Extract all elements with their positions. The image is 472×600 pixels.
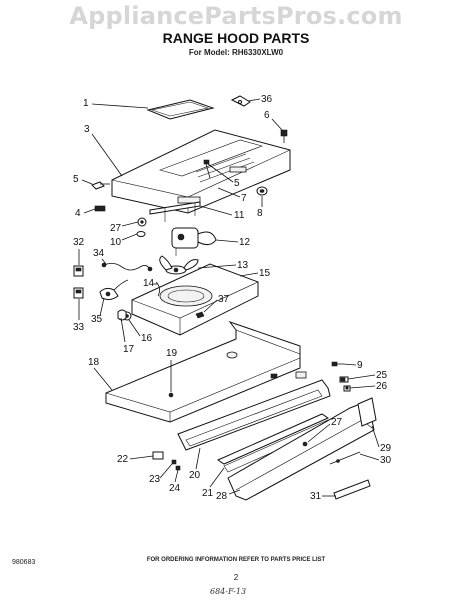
callout-22: 22 [117,454,129,465]
part-22-clip [152,451,164,460]
part-31-lamp-cover [333,479,371,500]
callout-5b: 5 [234,178,240,189]
part-1-plate [146,99,215,120]
part-10-washer [136,231,146,237]
callout-27b: 27 [331,417,343,428]
part-26-knob [343,385,351,392]
callout-18: 18 [88,357,100,368]
callout-4: 4 [75,208,81,219]
ordering-note: FOR ORDERING INFORMATION REFER TO PARTS … [146,557,326,563]
part-4-clip [94,205,106,212]
callout-35: 35 [91,314,103,325]
part-33-switch [73,287,84,299]
document-code: 980683 [12,559,36,566]
callout-30: 30 [380,455,392,466]
part-20-panel-frame [177,371,331,451]
callout-labels: 1 36 6 3 5 5 7 4 8 27 11 10 12 [73,94,392,502]
callout-32: 32 [73,237,85,248]
part-13-fan-blade [159,255,199,275]
part-29-end-cap [357,397,377,427]
part-35-socket [99,279,129,301]
callout-10: 10 [110,237,122,248]
callout-12: 12 [239,237,251,248]
page-number: 2 [233,573,239,582]
part-34-harness [101,262,153,272]
part-5-screw-left [91,181,110,190]
callout-33: 33 [73,322,85,333]
part-14-clip [155,281,160,297]
part-15-fan-housing [131,263,259,336]
callout-24: 24 [169,483,181,494]
part-18-bottom-shell [105,321,301,423]
callout-16: 16 [141,333,153,344]
callout-11: 11 [234,210,245,221]
part-3-hood-housing [111,129,291,214]
callout-25: 25 [376,370,388,381]
callout-19: 19 [166,348,178,359]
part-25-switch [339,376,349,383]
callout-23: 23 [149,474,161,485]
callout-8: 8 [257,208,263,219]
callout-5a: 5 [73,174,79,185]
callout-15: 15 [259,268,271,279]
callout-31: 31 [310,491,322,502]
model-line: For Model: RH6330XLW0 [188,48,284,57]
callout-7: 7 [241,193,247,204]
part-27-nut [137,217,147,227]
part-12-motor [171,227,217,256]
callout-6: 6 [264,110,270,121]
callout-3: 3 [84,124,90,135]
part-32-switch [73,265,84,277]
part-8-grommet [256,186,268,196]
callout-29: 29 [380,443,392,454]
part-9-screw [331,361,343,367]
part-5-screw-right [203,159,211,179]
callout-37: 37 [218,294,230,305]
callout-20: 20 [189,470,201,481]
callout-13: 13 [237,260,249,271]
callout-36: 36 [261,94,273,105]
handwritten-note: 684-F-13 [210,587,247,596]
part-37-screw [195,311,205,319]
callout-21: 21 [202,488,214,499]
part-23-screw [171,459,177,465]
callout-14: 14 [143,278,155,289]
callout-26: 26 [376,381,388,392]
part-6-screw [280,129,288,143]
part-30-bracket [329,451,361,465]
callout-17: 17 [123,344,135,355]
callout-27a: 27 [110,223,122,234]
callout-1: 1 [83,98,89,109]
part-17-bulb-holder [117,309,127,321]
callout-28: 28 [216,491,228,502]
callout-34: 34 [93,248,105,259]
part-36-clip [230,95,251,107]
part-24-screw [175,465,181,471]
watermark: AppliancePartsPros.com [69,2,403,30]
callout-9: 9 [357,360,363,371]
page-title: RANGE HOOD PARTS [162,30,310,46]
